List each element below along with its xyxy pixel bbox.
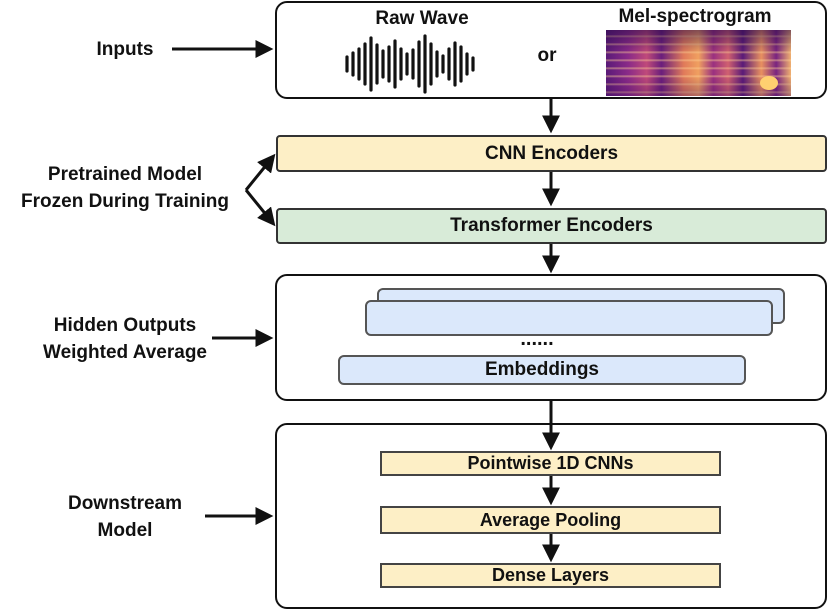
embeddings-block: Embeddings [338,355,746,385]
hidden-line2: Weighted Average [42,342,207,363]
cnn-encoders-block: CNN Encoders [276,135,827,172]
or-label: or [537,45,557,66]
pretrained-model-label: Pretrained Model Frozen During Training [0,161,250,215]
waveform-icon [345,34,475,94]
pretrained-to-transformer-arrow [244,189,276,227]
ellipsis-dots: ...... [520,328,554,350]
average-pooling-block: Average Pooling [380,506,721,534]
hidden-outputs-label: Hidden Outputs Weighted Average [0,312,250,366]
downstream-model-label: Downstream Model [40,490,210,544]
pretrained-to-cnn-arrow [244,153,276,191]
transformer-encoders-block: Transformer Encoders [276,208,827,244]
inputs-label: Inputs [96,39,154,60]
hidden-line1: Hidden Outputs [53,315,197,336]
hidden-outputs-panel: ...... Embeddings [275,274,827,401]
mel-spectrogram-label: Mel-spectrogram [618,6,772,27]
pretrained-line1: Pretrained Model [47,164,203,185]
hidden-layer-card-front [365,300,773,336]
downstream-line1: Downstream [67,493,183,514]
embeddings-label: Embeddings [484,359,599,380]
pointwise-cnn-block: Pointwise 1D CNNs [380,451,721,476]
downstream-line2: Model [97,520,153,541]
raw-wave-label: Raw Wave [375,8,469,29]
inputs-panel: Raw Wave or Mel-spectrogram [275,1,827,99]
mel-spectrogram-image [606,30,791,96]
pretrained-line2: Frozen During Training [21,191,229,212]
dense-layers-block: Dense Layers [380,563,721,588]
